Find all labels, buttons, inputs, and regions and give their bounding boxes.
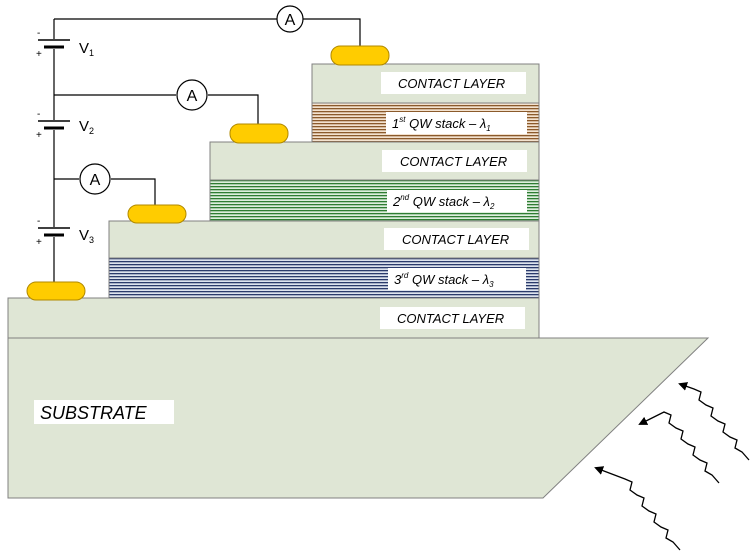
ammeter-2: A	[176, 79, 208, 111]
ammeter-1: A	[276, 5, 304, 33]
qw-stack-3-label: 3rd QW stack – λ3	[394, 271, 494, 289]
contact-pad-1	[330, 45, 390, 66]
contact-label-box-1	[381, 72, 526, 94]
ammeter-2-label: A	[187, 88, 198, 105]
qw-label-box-3	[388, 268, 526, 290]
contact-label-box-4	[380, 307, 525, 329]
wavy-arrow-icon-3	[594, 466, 681, 551]
battery-2	[38, 120, 70, 130]
voltage-label-3: V3	[79, 227, 94, 245]
battery-3-minus: -	[37, 216, 40, 227]
battery-2-plus: +	[36, 130, 42, 141]
contact-pad-3	[127, 204, 187, 224]
contact-label-2: CONTACT LAYER	[400, 154, 507, 169]
wire-mid-right	[208, 94, 259, 124]
wire-low-right	[111, 178, 156, 205]
substrate-label: SUBSTRATE	[40, 403, 148, 423]
contact-label-box-3	[384, 228, 529, 250]
substrate-label-box	[34, 400, 174, 424]
voltage-label-2: V2	[79, 118, 94, 136]
contact-label-3: CONTACT LAYER	[402, 232, 509, 247]
battery-1-minus: -	[37, 28, 40, 39]
contact-label-box-2	[382, 150, 527, 172]
contact-label-4: CONTACT LAYER	[397, 311, 504, 326]
ammeter-3-label: A	[90, 172, 101, 189]
battery-signs: - + - + - +	[36, 28, 42, 248]
battery-1-plus: +	[36, 49, 42, 60]
battery-3	[38, 227, 70, 237]
ammeter-3: A	[79, 163, 111, 195]
ammeter-1-label: A	[285, 12, 296, 29]
contact-pad-2	[229, 123, 289, 144]
qw-label-box-2	[387, 190, 527, 212]
qw-label-box-1	[386, 112, 527, 134]
qw-stack-2-label: 2nd QW stack – λ2	[392, 193, 495, 211]
battery-2-minus: -	[37, 109, 40, 120]
battery-3-plus: +	[36, 237, 42, 248]
voltage-label-1: V1	[79, 40, 94, 58]
contact-pad-4	[26, 281, 86, 301]
contact-label-1: CONTACT LAYER	[398, 76, 505, 91]
battery-1	[38, 39, 70, 49]
wavy-arrow-icon-1	[678, 382, 750, 461]
incident-light	[594, 382, 750, 551]
qw-stack-1-label: 1st QW stack – λ1	[392, 115, 491, 133]
wavy-arrow-icon-2	[638, 411, 720, 484]
circuit-wires	[53, 18, 361, 300]
wire-top-right	[302, 18, 361, 46]
